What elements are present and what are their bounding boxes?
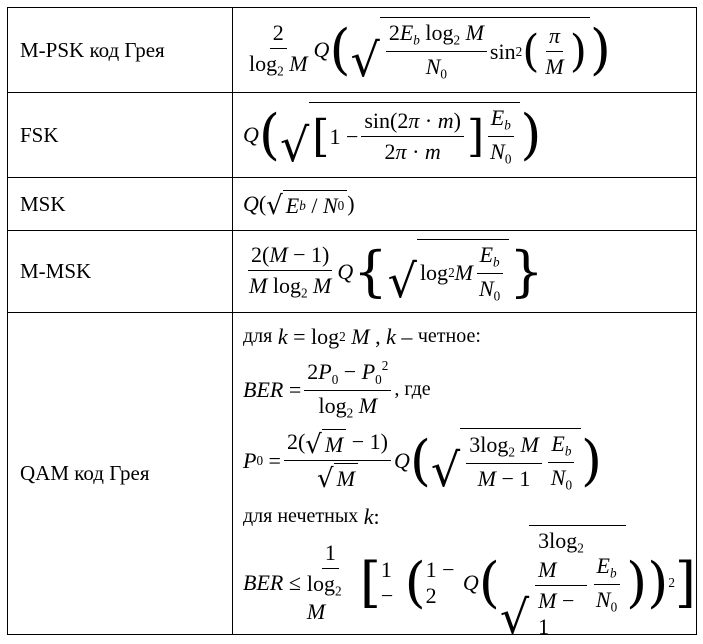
qam-even-text: для	[243, 325, 273, 347]
qam-odd-text: для нечетных	[243, 505, 359, 527]
modulation-name: FSK	[7, 92, 233, 178]
qam-even-text-2: четное:	[417, 325, 481, 347]
modulation-name: M-PSK код Грея	[7, 7, 233, 93]
modulation-name: M-MSK	[7, 230, 233, 313]
qam-where-text: , где	[394, 378, 431, 400]
modulation-name: MSK	[7, 177, 233, 231]
modulation-name: QAM код Грея	[7, 312, 233, 635]
